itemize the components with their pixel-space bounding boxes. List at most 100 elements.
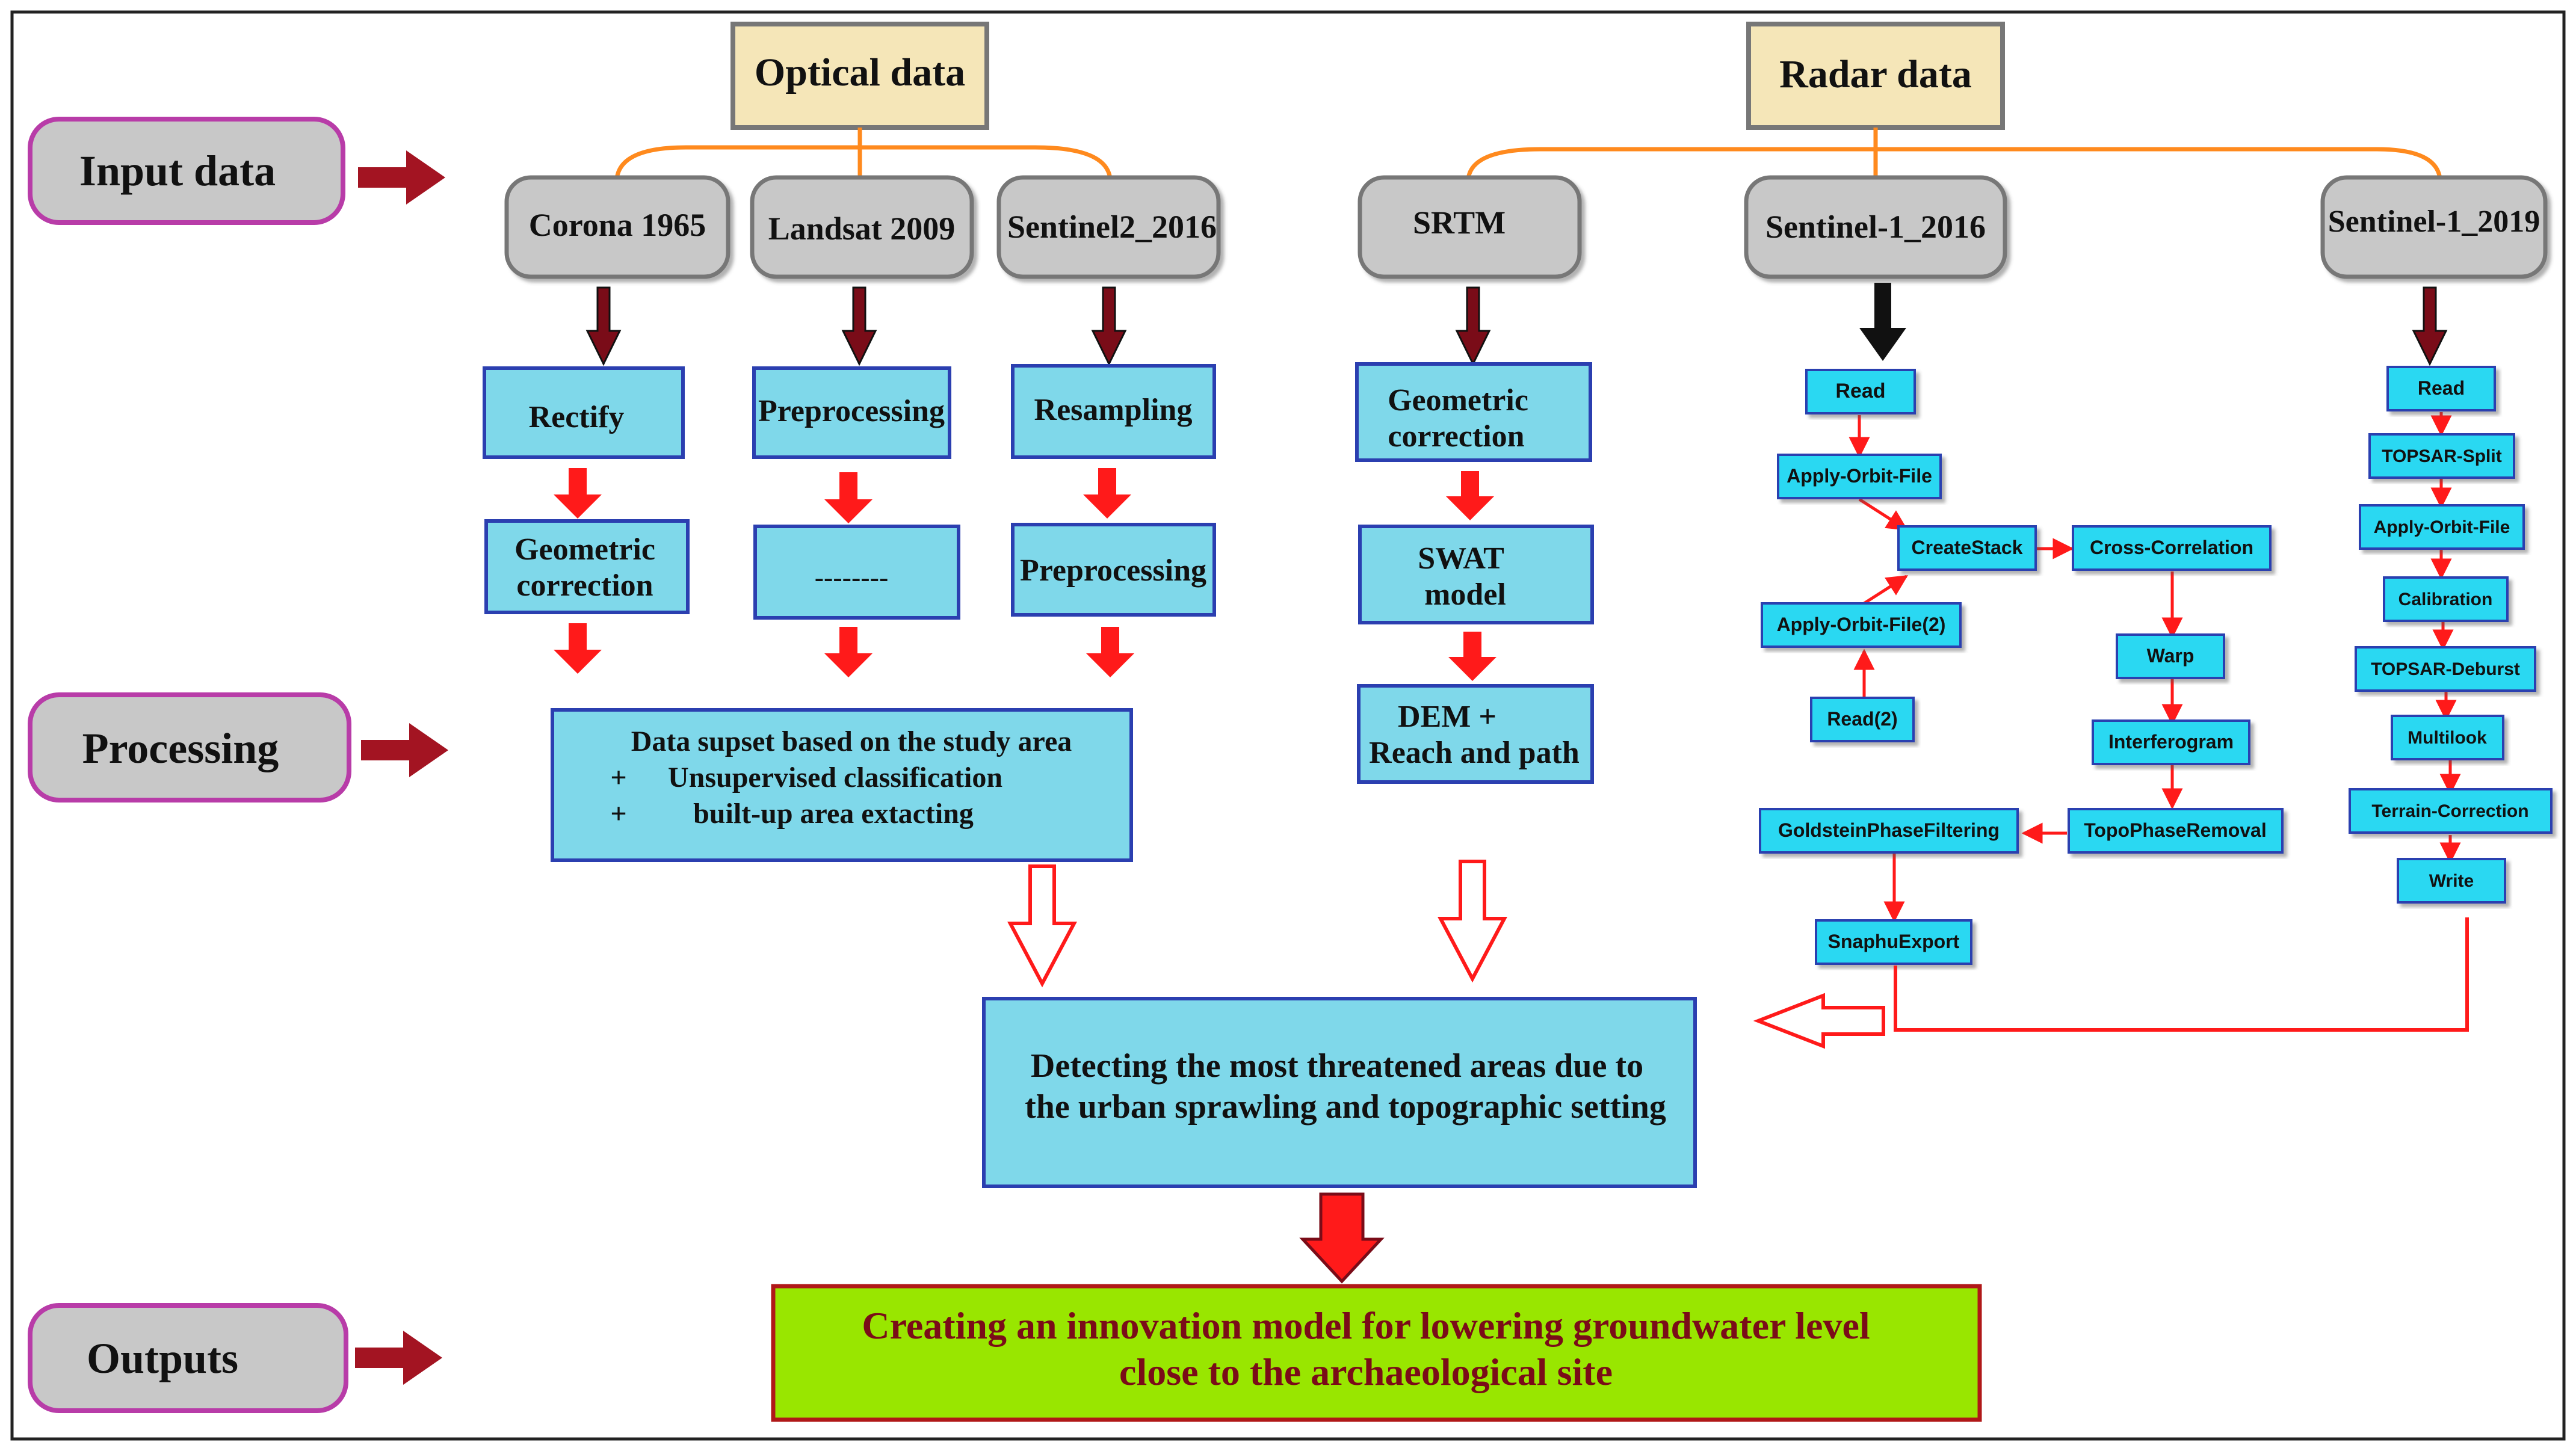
node-topsar-deburst: TOPSAR-Deburst xyxy=(2355,646,2536,692)
svg-text:Detecting the most threatened: Detecting the most threatened areas due … xyxy=(1031,1047,1643,1085)
optical-merge-box: Data supset based on the study area + Un… xyxy=(551,708,1133,862)
node-apply-orbit-file: Apply-Orbit-File xyxy=(1777,454,1942,499)
hollow-arrow-radar xyxy=(1753,993,1885,1049)
step-dem-reach-path: DEM + Reach and path xyxy=(1357,684,1594,784)
step-resampling: Resampling xyxy=(1011,364,1216,459)
svg-text:Preprocessing: Preprocessing xyxy=(758,394,945,428)
svg-text:Read: Read xyxy=(1835,380,1885,402)
svg-text:DEM +: DEM + xyxy=(1398,700,1496,734)
detect-threatened-areas-box: Detecting the most threatened areas due … xyxy=(982,997,1697,1188)
node-apply-orbit-file-2: Apply-Orbit-File(2) xyxy=(1761,602,1962,648)
optical-connectors xyxy=(614,128,1113,180)
svg-text:model: model xyxy=(1424,578,1506,612)
category-label-outputs: Outputs xyxy=(87,1334,238,1382)
node-read-2019: Read xyxy=(2386,366,2496,411)
svg-text:the urban sprawling and topogr: the urban sprawling and topographic sett… xyxy=(1025,1088,1666,1126)
svg-text:Geometric: Geometric xyxy=(514,532,655,567)
node-read: Read xyxy=(1805,369,1916,414)
radar-connectors xyxy=(1466,128,2442,180)
svg-text:Preprocessing: Preprocessing xyxy=(1020,553,1206,588)
radar-data-title: Radar data xyxy=(1779,52,1972,96)
source-label: Corona 1965 xyxy=(529,207,706,243)
source-corona-1965: Corona 1965 xyxy=(504,175,730,279)
node-apply-orbit-file-2019: Apply-Orbit-File xyxy=(2359,504,2525,550)
source-srtm: SRTM xyxy=(1357,175,1582,279)
svg-text:Resampling: Resampling xyxy=(1034,393,1193,427)
optical-data-header: Optical data xyxy=(730,22,989,130)
svg-text:built-up area extacting: built-up area extacting xyxy=(693,798,974,830)
step-preprocessing-s2: Preprocessing xyxy=(1011,523,1216,617)
svg-text:GoldsteinPhaseFiltering: GoldsteinPhaseFiltering xyxy=(1778,819,2000,841)
svg-text:Geometric: Geometric xyxy=(1388,383,1528,417)
svg-text:Read: Read xyxy=(2418,377,2465,399)
svg-text:close to the archaeological si: close to the archaeological site xyxy=(1119,1351,1613,1393)
s1-2016-nodes: Read Apply-Orbit-File CreateStack Cross-… xyxy=(1759,369,2284,965)
svg-text:Reach and path: Reach and path xyxy=(1369,736,1580,770)
svg-text:Data supset based on the study: Data supset based on the study area xyxy=(631,726,1072,757)
svg-text:CreateStack: CreateStack xyxy=(1912,537,2023,558)
optical-red-arrows-row2 xyxy=(554,623,1134,677)
output-box: Creating an innovation model for lowerin… xyxy=(771,1284,1982,1422)
svg-text:Creating an innovation model f: Creating an innovation model for lowerin… xyxy=(862,1304,1870,1347)
svg-text:+: + xyxy=(610,762,626,793)
source-label: Sentinel-1_2016 xyxy=(1765,209,1986,245)
node-goldstein-phase-filtering: GoldsteinPhaseFiltering xyxy=(1759,808,2019,854)
source-landsat-2009: Landsat 2009 xyxy=(750,175,974,279)
svg-text:SWAT: SWAT xyxy=(1418,541,1504,576)
svg-text:TOPSAR-Split: TOPSAR-Split xyxy=(2382,446,2501,466)
s1-2016-graph-edges xyxy=(1849,415,2183,923)
svg-text:Cross-Correlation: Cross-Correlation xyxy=(2090,537,2253,558)
svg-text:Terrain-Correction: Terrain-Correction xyxy=(2371,801,2528,821)
svg-text:Multilook: Multilook xyxy=(2408,728,2487,748)
category-input-data: Input data xyxy=(28,117,345,225)
node-interferogram: Interferogram xyxy=(2092,719,2250,765)
input-data-arrow xyxy=(358,150,445,205)
srtm-arrow-1 xyxy=(1446,471,1494,520)
svg-text:Write: Write xyxy=(2429,871,2474,891)
node-terrain-correction: Terrain-Correction xyxy=(2349,788,2553,834)
source-down-arrows xyxy=(585,286,2448,366)
node-write: Write xyxy=(2397,858,2506,904)
node-cross-correlation: Cross-Correlation xyxy=(2072,525,2272,571)
svg-text:Apply-Orbit-File: Apply-Orbit-File xyxy=(2374,517,2510,537)
s1-2019-graph-edges xyxy=(2430,412,2461,864)
outputs-arrow xyxy=(355,1331,442,1385)
svg-text:TOPSAR-Deburst: TOPSAR-Deburst xyxy=(2371,659,2520,679)
srtm-arrow-2 xyxy=(1448,632,1496,681)
source-label: Landsat 2009 xyxy=(768,211,956,247)
svg-text:+: + xyxy=(610,798,626,830)
svg-text:Calibration: Calibration xyxy=(2398,590,2493,609)
node-warp: Warp xyxy=(2116,633,2225,679)
processing-arrow xyxy=(361,723,448,777)
node-read-2: Read(2) xyxy=(1810,697,1915,742)
svg-text:Unsupervised classification: Unsupervised classification xyxy=(668,762,1002,793)
svg-text:Warp: Warp xyxy=(2147,645,2195,667)
svg-text:correction: correction xyxy=(1388,419,1524,454)
svg-text:TopoPhaseRemoval: TopoPhaseRemoval xyxy=(2084,819,2266,841)
svg-text:Apply-Orbit-File(2): Apply-Orbit-File(2) xyxy=(1777,614,1946,635)
source-sentinel-1-2019: Sentinel-1_2019 xyxy=(2320,175,2548,279)
svg-text:Apply-Orbit-File: Apply-Orbit-File xyxy=(1787,465,1932,487)
node-topsar-split: TOPSAR-Split xyxy=(2368,433,2515,479)
svg-text:SnaphuExport: SnaphuExport xyxy=(1828,931,1960,952)
source-label: SRTM xyxy=(1413,205,1506,241)
detect-to-output-arrow xyxy=(1299,1192,1385,1284)
source-sentinel2-2016: Sentinel2_2016 xyxy=(996,175,1221,279)
step-srtm-geometric-correction: Geometric correction xyxy=(1355,362,1592,462)
svg-text:correction: correction xyxy=(516,568,653,603)
hollow-arrow-optical xyxy=(1007,864,1077,988)
hollow-arrow-srtm xyxy=(1438,860,1507,983)
step-rectify: Rectify xyxy=(483,366,685,459)
step-swat-model: SWAT model xyxy=(1358,525,1594,624)
source-label: Sentinel2_2016 xyxy=(1007,209,1217,245)
radar-merge-connector xyxy=(1894,917,2469,1032)
step-geometric-correction-corona: Geometric correction xyxy=(484,519,690,614)
step-preprocessing-landsat: Preprocessing xyxy=(752,366,951,459)
category-label-processing: Processing xyxy=(82,724,279,772)
step-placeholder-landsat: -------- xyxy=(753,525,960,620)
svg-text:Rectify: Rectify xyxy=(529,400,625,434)
s1-2019-nodes: Read TOPSAR-Split Apply-Orbit-File Calib… xyxy=(2349,366,2553,904)
source-label: Sentinel-1_2019 xyxy=(2328,205,2540,239)
category-label-input: Input data xyxy=(79,147,276,195)
